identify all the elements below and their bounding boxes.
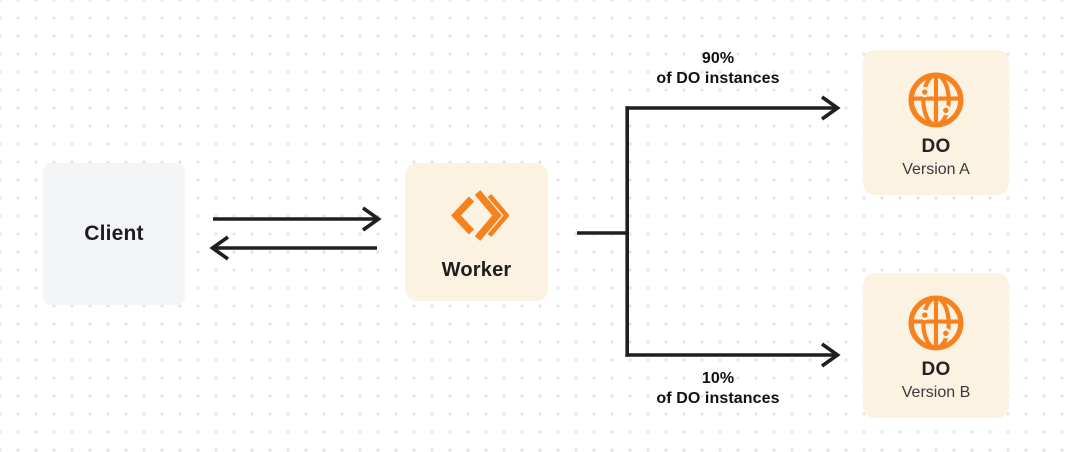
node-do-version-b: DO Version B (863, 273, 1009, 418)
worker-label: Worker (441, 258, 512, 281)
edge-label-version-b: 10% of DO instances (608, 369, 828, 409)
arrow-client-to-worker (213, 206, 382, 232)
do-version-a-title: DO (921, 136, 951, 157)
arrow-to-do-version-a (625, 95, 841, 121)
do-version-b-subtitle: Version B (901, 384, 971, 401)
edge-label-version-a-percent: 90% (701, 50, 735, 67)
edge-label-version-a: 90% of DO instances (608, 49, 828, 89)
globe-icon (908, 72, 964, 128)
client-label: Client (84, 222, 144, 245)
arrow-worker-to-client (209, 235, 377, 261)
edge-label-version-b-percent: 10% (701, 370, 735, 387)
node-worker: Worker (405, 163, 548, 301)
edge-label-version-b-caption: of DO instances (656, 390, 780, 407)
do-version-b-title: DO (921, 359, 951, 380)
globe-icon (908, 295, 964, 351)
node-client: Client (43, 163, 185, 305)
arrow-to-do-version-b (625, 342, 841, 368)
edge-label-version-a-caption: of DO instances (656, 70, 780, 87)
do-version-a-subtitle: Version A (902, 161, 970, 178)
node-do-version-a: DO Version A (863, 50, 1009, 195)
workers-chevrons-icon (450, 189, 509, 241)
